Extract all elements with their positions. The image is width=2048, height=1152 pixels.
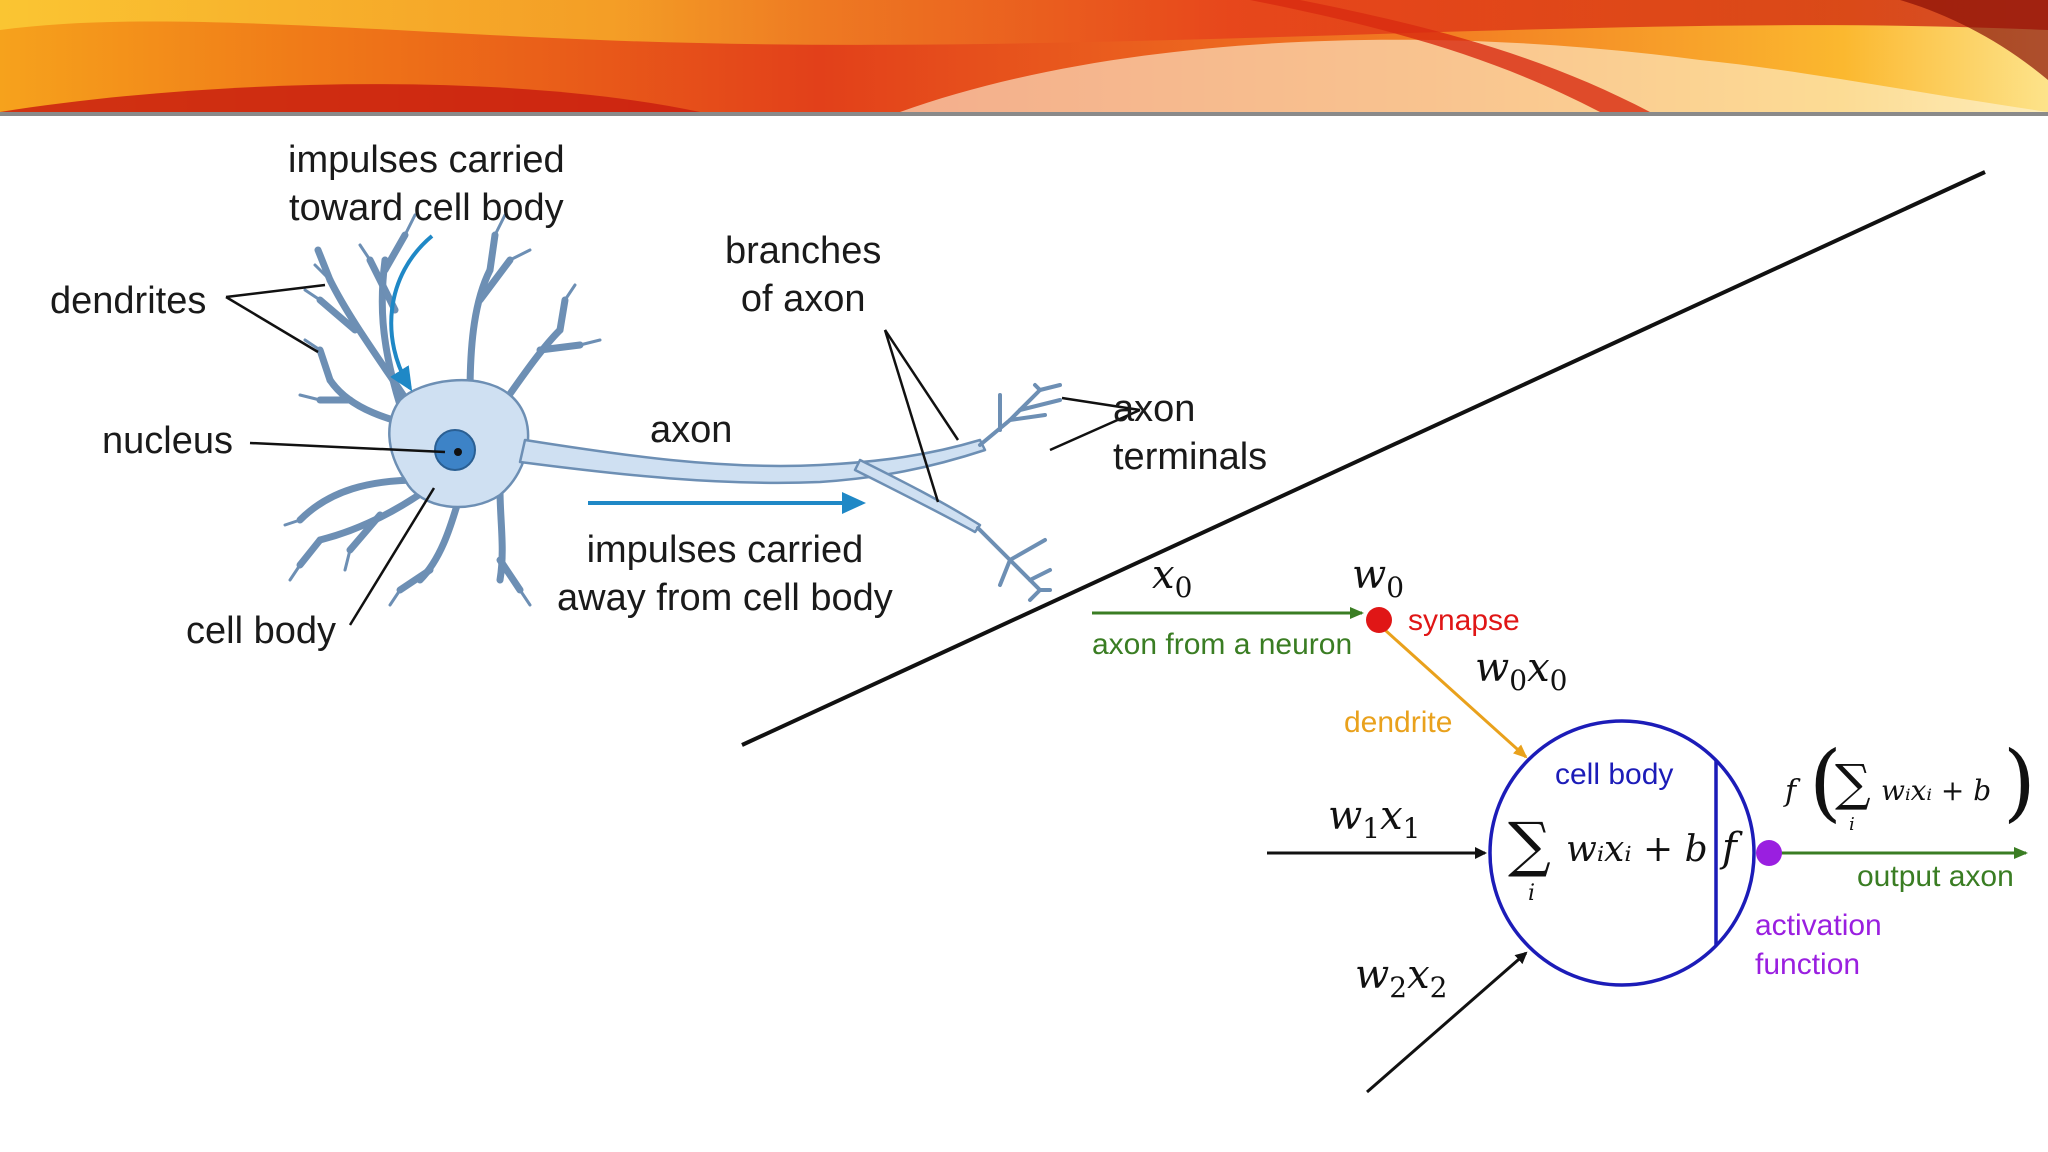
axon-terminals-bottom bbox=[976, 526, 1052, 602]
w0-label: w0 bbox=[1352, 552, 1405, 604]
output-sum-body: wᵢxᵢ + b bbox=[1881, 774, 1992, 807]
slide-header-banner bbox=[0, 0, 2048, 116]
axon-terminals-label: axon terminals bbox=[1113, 388, 1268, 478]
sum-body: wᵢxᵢ + b bbox=[1566, 829, 1708, 870]
nucleus-label: nucleus bbox=[102, 420, 233, 462]
dendrites-label: dendrites bbox=[50, 280, 207, 322]
biological-neuron bbox=[283, 213, 987, 607]
axon-from-neuron-label: axon from a neuron bbox=[1092, 628, 1353, 661]
impulse-toward-arrow bbox=[389, 234, 434, 392]
output-sum-symbol: ∑ bbox=[1835, 754, 1871, 812]
cell-body-label-bio: cell body bbox=[186, 610, 336, 652]
x0-label: x0 bbox=[1152, 552, 1193, 604]
synapse-dot bbox=[1366, 607, 1392, 633]
separator-line bbox=[741, 170, 1986, 747]
dendrite-arrow bbox=[1383, 628, 1528, 759]
axon-label: axon bbox=[650, 409, 733, 451]
impulses-away-label: impulses carried away from cell body bbox=[557, 529, 893, 619]
cell-body-label-model: cell body bbox=[1555, 758, 1674, 791]
output-sum-index: i bbox=[1849, 814, 1855, 835]
axon-terminals-top bbox=[978, 383, 1062, 447]
activation-function-label: activation function bbox=[1755, 909, 1882, 981]
f-symbol: f bbox=[1722, 825, 1737, 871]
impulses-toward-label: impulses carried toward cell body bbox=[288, 139, 565, 229]
output-formula-close-paren: ) bbox=[2003, 733, 2036, 831]
w1x1-label: w1x1 bbox=[1328, 793, 1421, 845]
w2x2-input-arrow bbox=[1366, 951, 1528, 1094]
sum-symbol: ∑ bbox=[1508, 810, 1551, 880]
w0x0-label: w0x0 bbox=[1475, 645, 1568, 697]
synapse-label: synapse bbox=[1408, 604, 1520, 637]
sum-index: i bbox=[1528, 881, 1536, 906]
cell-body-circle bbox=[1488, 719, 1756, 987]
w2x2-label: w2x2 bbox=[1355, 952, 1448, 1004]
dendrite-label: dendrite bbox=[1344, 706, 1453, 739]
output-formula-open-paren: ( bbox=[1809, 733, 1842, 831]
activation-dot bbox=[1756, 840, 1782, 866]
branches-of-axon-label: branches of axon bbox=[725, 230, 882, 320]
output-axon-label: output axon bbox=[1857, 860, 2014, 893]
output-formula-f: f bbox=[1785, 774, 1797, 809]
